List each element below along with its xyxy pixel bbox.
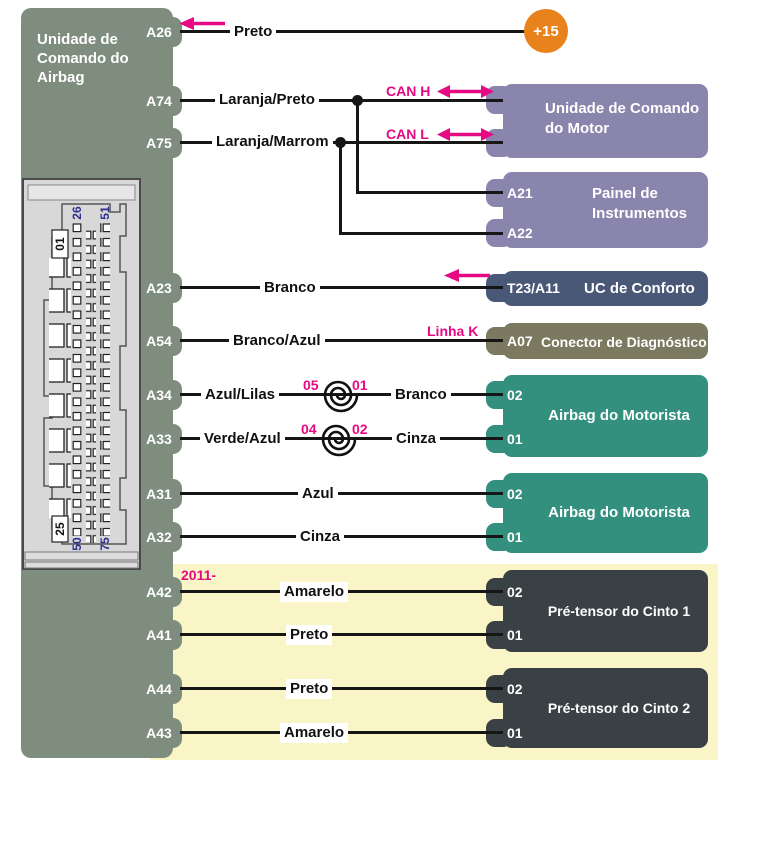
can-l-label: CAN L: [386, 126, 429, 142]
wire-branch-canh-vertical: [356, 99, 359, 194]
pin-tab-a75: A75: [136, 128, 182, 158]
pin-tab-a23: A23: [136, 273, 182, 303]
arrow-double-icon: [437, 128, 494, 141]
connector-label-01: 01: [53, 237, 67, 251]
connector-label-26: 26: [70, 206, 84, 220]
instrument-panel-box: [503, 172, 708, 248]
wire-a26: [180, 30, 527, 33]
arrow-left-icon: [444, 269, 490, 282]
component-pin-label: A07: [507, 333, 533, 349]
component-pin-label: 01: [507, 725, 523, 741]
can-h-label: CAN H: [386, 83, 431, 99]
connector-label-75: 75: [98, 537, 112, 551]
coil-pin-number: 04: [301, 421, 317, 437]
coil-pin-number: 05: [303, 377, 319, 393]
wire-color-label: Laranja/Marrom: [212, 132, 333, 152]
pin-tab-a74: A74: [136, 86, 182, 116]
comfort-ecu-title: UC de Conforto: [584, 280, 695, 297]
wire-color-label: Laranja/Preto: [215, 90, 319, 110]
wire-branch-canh-horizontal: [356, 191, 503, 194]
arrow-double-icon: [437, 85, 494, 98]
wire-color-label: Preto: [286, 679, 333, 699]
wire-a34: [180, 393, 503, 396]
pin-tab-a43: A43: [136, 718, 182, 748]
driver-airbag-title-2: Airbag do Motorista: [548, 504, 690, 521]
wire-color-label: Preto: [230, 22, 277, 42]
wire-branch-canl-horizontal: [339, 232, 503, 235]
wire-a54: [180, 339, 503, 342]
wire-a31: [180, 492, 503, 495]
connector-label-25: 25: [53, 522, 67, 536]
linha-k-label: Linha K: [427, 323, 479, 339]
instrument-panel-title: Painel de Instrumentos: [592, 185, 688, 222]
driver-airbag-box-2: [503, 473, 708, 553]
pretensioner-title-1: Pré-tensor do Cinto 1: [547, 603, 691, 619]
pin-tab-a33: A33: [136, 424, 182, 454]
wire-a41: [180, 633, 503, 636]
wire-color-label: Amarelo: [280, 723, 349, 743]
component-pin-label: 01: [507, 627, 523, 643]
pin-tab-a34: A34: [136, 380, 182, 410]
pretensioner-title-2: Pré-tensor do Cinto 2: [547, 700, 691, 716]
pin-tab-a41: A41: [136, 620, 182, 650]
wire-color-label: Azul: [298, 484, 338, 504]
wire-color-label: Branco: [391, 385, 451, 405]
component-pin-label: 01: [507, 431, 523, 447]
driver-airbag-box-1: [503, 375, 708, 457]
clockspring-coil-icon: [321, 424, 357, 457]
wire-color-label: Amarelo: [280, 582, 349, 602]
wire-a23: [180, 286, 503, 289]
wire-color-label: Cinza: [392, 429, 441, 449]
connector-label-51: 51: [98, 206, 112, 220]
pin-tab-a31: A31: [136, 479, 182, 509]
component-pin-label: A21: [507, 185, 533, 201]
diagnostic-connector-title: Conector de Diagnóstico: [541, 334, 707, 350]
driver-airbag-title-1: Airbag do Motorista: [548, 407, 690, 424]
component-pin-label: T23/A11: [507, 280, 560, 296]
wire-color-label: Branco: [260, 278, 320, 298]
wire-branch-canl-vertical: [339, 141, 342, 235]
wire-color-label: Preto: [286, 625, 333, 645]
connector-pinout-graphic: 01 25 26 51 50 75: [22, 178, 141, 570]
coil-pin-number: 02: [352, 421, 368, 437]
year-note-label: 2011-: [181, 567, 217, 583]
wire-color-label: Branco/Azul: [229, 331, 325, 351]
junction-dot-canh: [352, 95, 363, 106]
engine-ecu-box: [503, 84, 708, 158]
wire-color-label: Verde/Azul: [200, 429, 285, 449]
component-pin-label: 02: [507, 387, 523, 403]
component-pin-label: 02: [507, 584, 523, 600]
pin-tab-a42: A42: [136, 577, 182, 607]
wire-a33: [180, 437, 503, 440]
wire-color-label: Azul/Lilas: [201, 385, 280, 405]
pin-tab-a32: A32: [136, 522, 182, 552]
component-pin-label: A22: [507, 225, 533, 241]
junction-dot-canl: [335, 137, 346, 148]
wire-color-label: Cinza: [296, 527, 345, 547]
pretensioner-box-2: [503, 668, 708, 748]
pin-tab-a44: A44: [136, 674, 182, 704]
connector-label-50: 50: [70, 537, 84, 551]
coil-pin-number: 01: [352, 377, 368, 393]
clockspring-coil-icon: [323, 380, 359, 413]
component-pin-label: 02: [507, 681, 523, 697]
power-terminal-15: +15: [524, 9, 568, 53]
diagnostic-connector-box: [503, 323, 708, 359]
wire-a44: [180, 687, 503, 690]
pin-tab-a26: A26: [136, 17, 182, 47]
pretensioner-box-1: [503, 570, 708, 652]
airbag-control-unit-title: Unidade de Comando do Airbag: [37, 31, 129, 86]
wire-a74: [180, 99, 503, 102]
arrow-left-icon: [179, 17, 225, 30]
comfort-ecu-box: [503, 271, 708, 306]
component-pin-label: 02: [507, 486, 523, 502]
pin-tab-a54: A54: [136, 326, 182, 356]
component-pin-label: 01: [507, 529, 523, 545]
engine-ecu-title: Unidade de Comando do Motor: [545, 100, 700, 137]
